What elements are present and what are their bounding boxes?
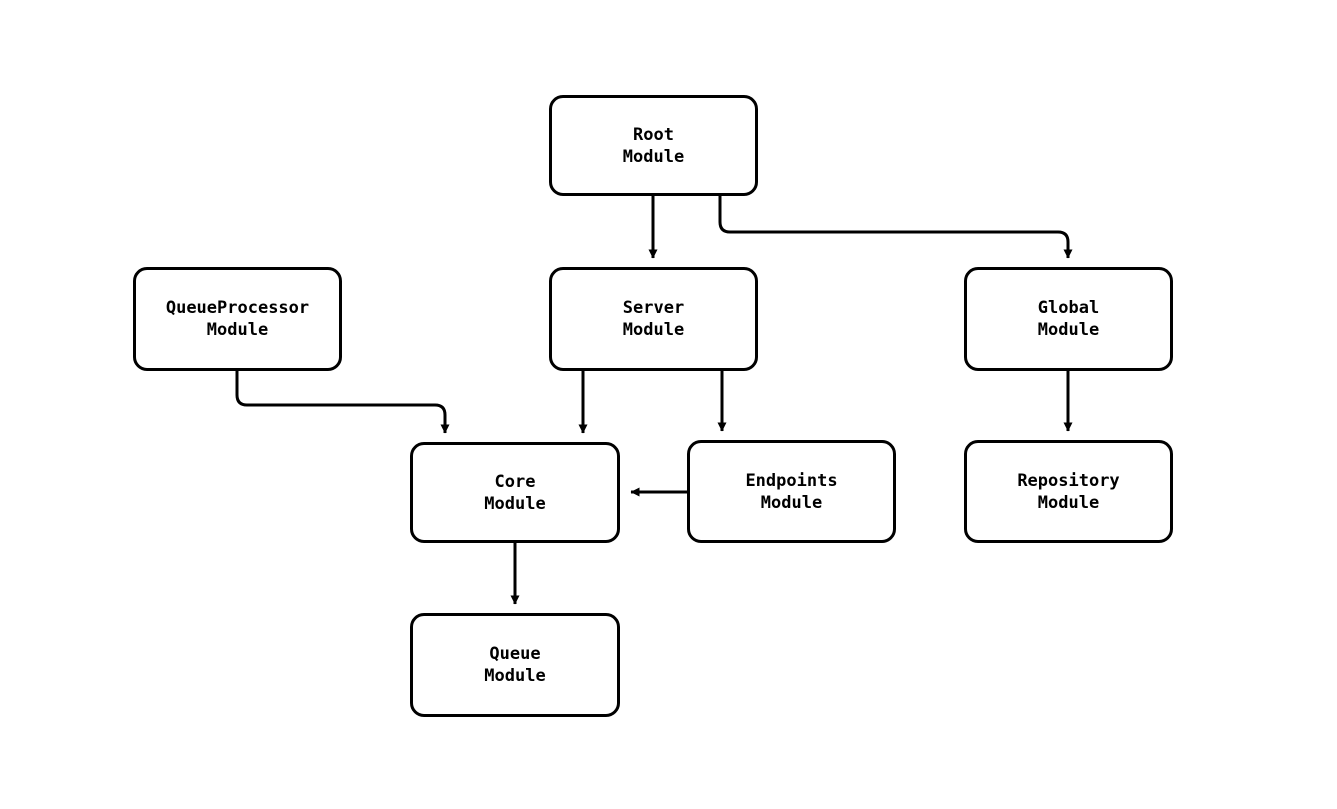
- node-label-queueprocessor: QueueProcessor Module: [165, 298, 310, 340]
- node-repository[interactable]: Repository Module: [964, 440, 1173, 543]
- node-label-server: Server Module: [622, 298, 685, 340]
- edge-queueprocessor-core: [235, 371, 450, 434]
- node-label-endpoints: Endpoints Module: [745, 470, 838, 513]
- node-label-root: Root Module: [622, 124, 685, 167]
- node-queue[interactable]: Queue Module: [410, 613, 620, 717]
- edge-root-global: [718, 196, 1073, 259]
- node-server[interactable]: Server Module: [549, 267, 758, 371]
- node-label-global: Global Module: [1037, 298, 1100, 340]
- node-label-queue: Queue Module: [484, 644, 546, 686]
- node-core[interactable]: Core Module: [410, 442, 620, 543]
- node-queueprocessor[interactable]: QueueProcessor Module: [133, 267, 342, 371]
- node-label-repository: Repository Module: [1017, 470, 1120, 513]
- node-global[interactable]: Global Module: [964, 267, 1173, 371]
- node-root[interactable]: Root Module: [549, 95, 758, 196]
- node-endpoints[interactable]: Endpoints Module: [687, 440, 896, 543]
- node-label-core: Core Module: [484, 471, 546, 514]
